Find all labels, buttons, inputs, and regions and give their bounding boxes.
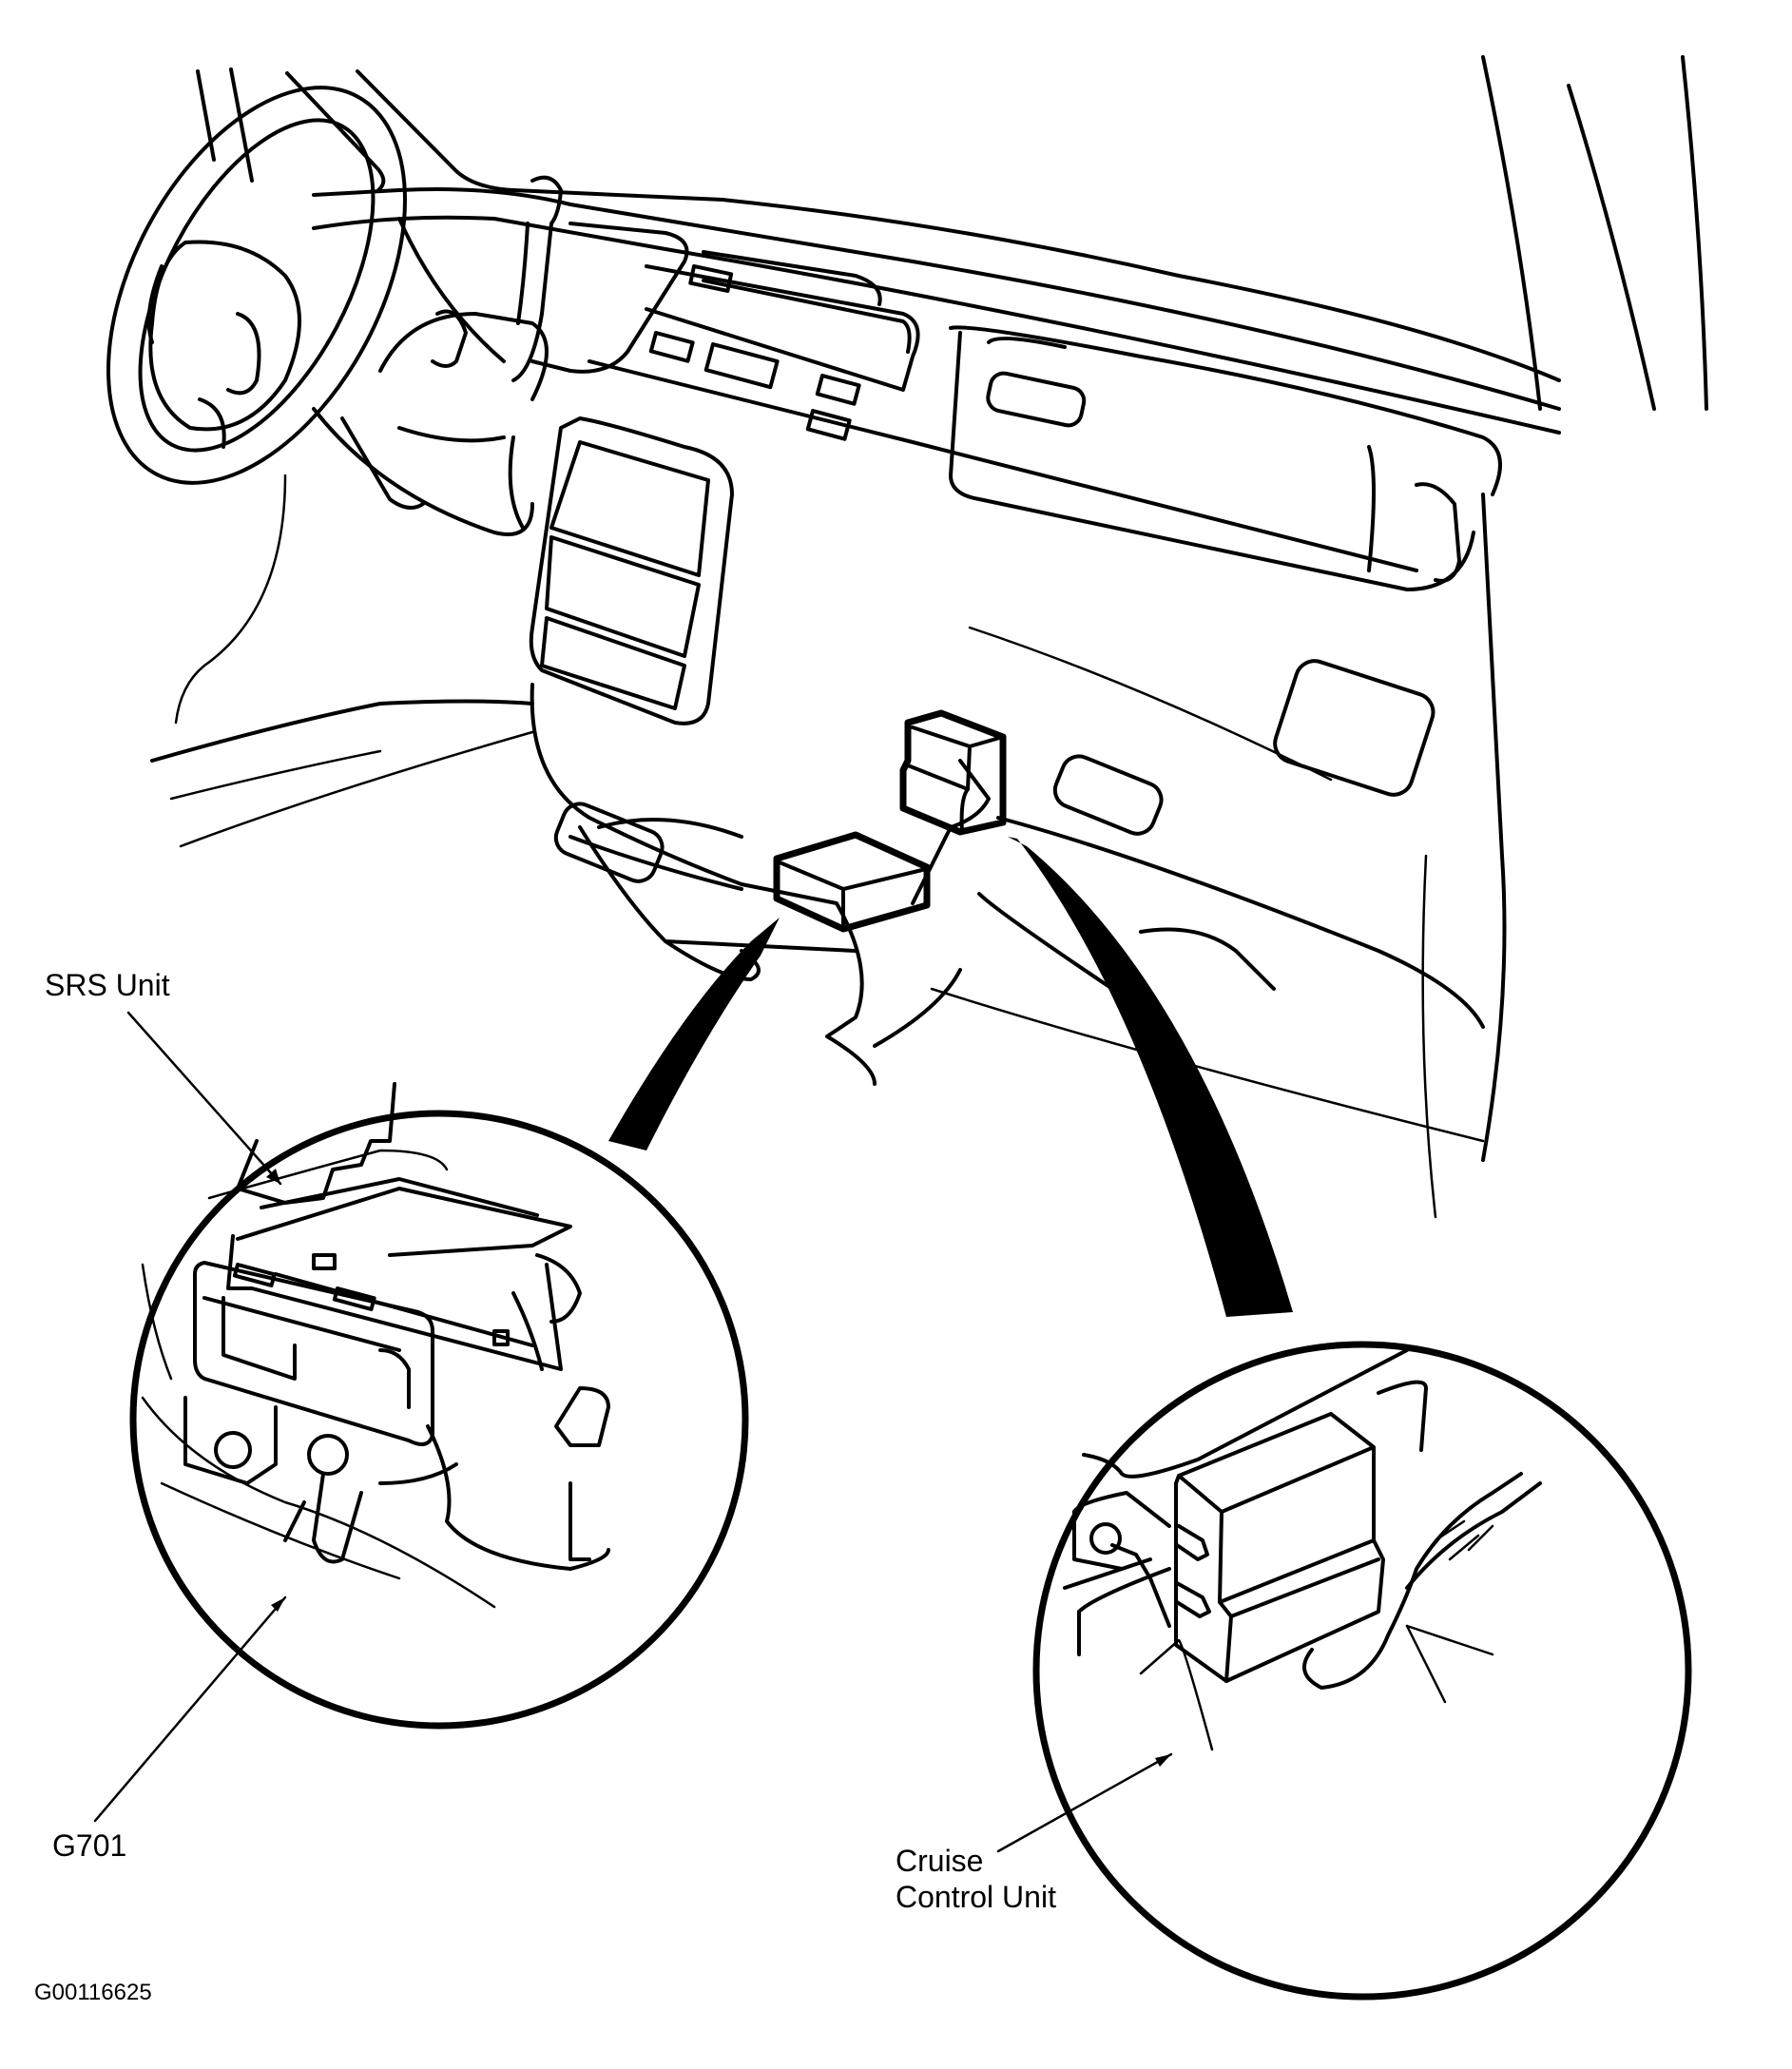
steering-column — [174, 309, 549, 725]
srs-callout-wedge — [608, 918, 780, 1151]
cruise-detail-circle — [1032, 1341, 1692, 2001]
windshield-pillars — [196, 55, 1708, 411]
stalk — [511, 175, 563, 382]
srs-unit-box — [773, 831, 931, 933]
srs-detail-circle — [129, 1082, 749, 1730]
steering-wheel — [106, 86, 407, 485]
cruise-callout-wedge — [1008, 837, 1293, 1317]
cruise-label-line1: Cruise — [896, 1844, 984, 1878]
srs-leader — [126, 1011, 282, 1186]
g701-label: G701 — [52, 1828, 127, 1863]
center-console — [508, 416, 734, 725]
cruise-control-unit-box — [899, 709, 1007, 836]
figure-id: G00116625 — [34, 1980, 152, 2005]
leader-lines — [93, 1011, 1173, 1853]
lower-dashboard — [150, 445, 1507, 1219]
cruise-leader — [996, 1752, 1173, 1853]
g701-leader — [93, 1595, 287, 1823]
cruise-control-unit-label: Cruise Control Unit — [896, 1843, 1056, 1915]
cruise-label-line2: Control Unit — [896, 1880, 1056, 1914]
srs-unit-label: SRS Unit — [45, 968, 170, 1002]
dashboard-upper — [312, 187, 1561, 591]
